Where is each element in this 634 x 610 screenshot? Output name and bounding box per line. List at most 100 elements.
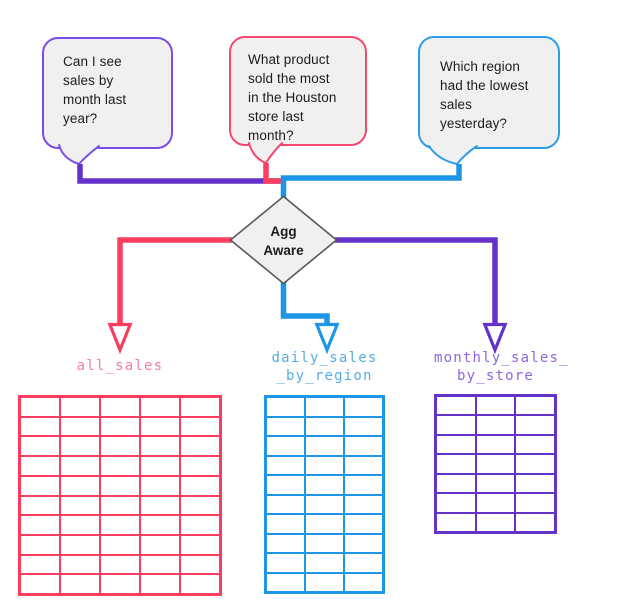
- table-cell: [306, 437, 343, 455]
- table-cell: [21, 398, 59, 416]
- table-cell: [306, 456, 343, 474]
- table-cell: [21, 555, 59, 574]
- table-cell: [345, 495, 382, 513]
- table-cell: [345, 476, 382, 494]
- table-cell: [267, 495, 304, 513]
- table-cell: [61, 476, 99, 495]
- table-cell: [476, 455, 515, 473]
- question-1-line: sales by: [63, 73, 114, 88]
- table-cell: [21, 437, 59, 456]
- question-2-line: in the Houston: [248, 90, 337, 105]
- table-cell: [437, 474, 475, 493]
- table-cell: [306, 398, 343, 416]
- table-cell: [141, 398, 179, 416]
- table-label-line: monthly_sales_: [434, 350, 569, 366]
- table-cell: [267, 417, 304, 435]
- table-cell: [306, 534, 343, 552]
- table-cell: [101, 575, 139, 593]
- table-label-line: _by_region: [276, 368, 373, 384]
- table-cell: [61, 457, 99, 475]
- question-3-line: Which region: [440, 59, 520, 74]
- table-cell: [306, 476, 343, 494]
- table-cell: [437, 513, 475, 531]
- table-cell: [345, 417, 382, 435]
- table-daily-sales-by-region: [264, 395, 385, 594]
- table-cell: [476, 397, 515, 415]
- table-cell: [141, 575, 179, 593]
- diamond-label-line: Aware: [263, 243, 304, 258]
- table-cell: [61, 398, 99, 416]
- table-cell: [516, 435, 554, 454]
- connector-question3-to-diamond: [280, 164, 462, 198]
- table-cell: [61, 496, 99, 515]
- question-3-line: yesterday?: [440, 116, 508, 131]
- table-cell: [61, 535, 99, 554]
- table-cell: [306, 417, 343, 435]
- table-cell: [437, 435, 475, 454]
- table-cell: [306, 573, 343, 591]
- table-cell: [61, 417, 99, 436]
- table-cell: [267, 476, 304, 494]
- table-cell: [267, 515, 304, 533]
- table-cell: [141, 555, 179, 574]
- table-cell: [345, 554, 382, 572]
- table-cell: [476, 474, 515, 493]
- table-cell: [516, 513, 554, 531]
- table-cell: [267, 554, 304, 572]
- table-cell: [181, 496, 219, 515]
- table-all-sales: [18, 395, 222, 596]
- table-cell: [476, 494, 515, 512]
- table-label-all-sales: all_sales: [18, 357, 222, 375]
- table-cell: [61, 437, 99, 456]
- table-cell: [306, 554, 343, 572]
- table-cell: [101, 457, 139, 475]
- table-cell: [345, 573, 382, 591]
- table-cell: [306, 515, 343, 533]
- table-cell: [437, 455, 475, 473]
- table-cell: [267, 398, 304, 416]
- question-1-line: year?: [63, 111, 98, 126]
- table-label-line: all_sales: [76, 358, 164, 374]
- connector-diamond-to-all-sales: [117, 237, 232, 325]
- table-cell: [516, 494, 554, 512]
- arrowhead-daily-sales: [314, 322, 340, 355]
- table-cell: [181, 457, 219, 475]
- table-monthly-sales-by-store: [434, 394, 557, 534]
- diamond-label-line: Agg: [270, 224, 297, 239]
- table-cell: [345, 534, 382, 552]
- table-cell: [181, 535, 219, 554]
- table-cell: [21, 496, 59, 515]
- connector-diamond-to-daily-sales: [280, 282, 330, 325]
- table-cell: [181, 398, 219, 416]
- table-cell: [476, 435, 515, 454]
- table-cell: [306, 495, 343, 513]
- table-cell: [181, 437, 219, 456]
- table-cell: [61, 575, 99, 593]
- table-cell: [437, 416, 475, 434]
- table-cell: [267, 534, 304, 552]
- table-cell: [516, 416, 554, 434]
- table-cell: [267, 456, 304, 474]
- table-cell: [21, 476, 59, 495]
- table-cell: [101, 437, 139, 456]
- table-cell: [476, 513, 515, 531]
- bubble-tail-2: [248, 142, 283, 165]
- table-cell: [345, 515, 382, 533]
- speech-bubble-question-3: Which region had the lowest sales yester…: [418, 36, 560, 149]
- table-cell: [437, 397, 475, 415]
- table-cell: [181, 516, 219, 534]
- table-cell: [437, 494, 475, 512]
- table-cell: [141, 516, 179, 534]
- table-cell: [476, 416, 515, 434]
- table-cell: [61, 555, 99, 574]
- table-cell: [181, 476, 219, 495]
- table-cell: [181, 417, 219, 436]
- table-cell: [101, 555, 139, 574]
- table-cell: [267, 573, 304, 591]
- table-cell: [141, 535, 179, 554]
- table-cell: [141, 437, 179, 456]
- table-cell: [101, 417, 139, 436]
- table-cell: [181, 575, 219, 593]
- table-cell: [516, 397, 554, 415]
- question-2-line: month?: [248, 128, 294, 143]
